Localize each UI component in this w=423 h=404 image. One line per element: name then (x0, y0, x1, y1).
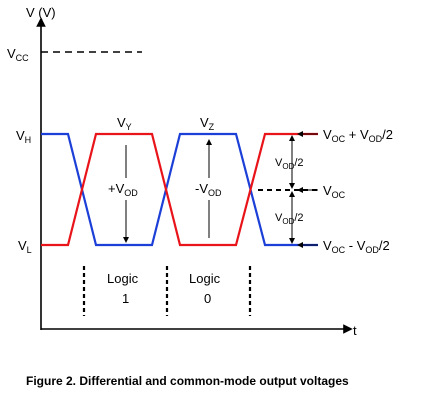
vz-label: VZ (200, 115, 215, 132)
vl-label: VL (18, 238, 32, 255)
right-middle-label: VOC (323, 183, 346, 200)
vh-label: VH (16, 128, 31, 145)
x-axis-label: t (353, 323, 357, 338)
figure-caption: Figure 2. Differential and common-mode o… (26, 374, 349, 388)
logic-0-value: 0 (204, 291, 211, 306)
minus-vod-label: -VOD (195, 181, 222, 198)
vod-half-bottom-label: VOD/2 (275, 212, 304, 226)
logic-1-value: 1 (122, 291, 129, 306)
vy-waveform (41, 132, 318, 247)
vcc-label: VCC (7, 46, 29, 63)
vy-label: VY (117, 115, 132, 132)
logic-1-word: Logic (107, 271, 139, 286)
vod-half-top-label: VOD/2 (275, 157, 304, 171)
y-axis-label: V (V) (26, 5, 56, 20)
right-bottom-label: VOC - VOD/2 (323, 238, 390, 255)
right-top-label: VOC + VOD/2 (323, 127, 393, 144)
plus-vod-label: +VOD (108, 181, 138, 198)
logic-0-word: Logic (189, 271, 221, 286)
